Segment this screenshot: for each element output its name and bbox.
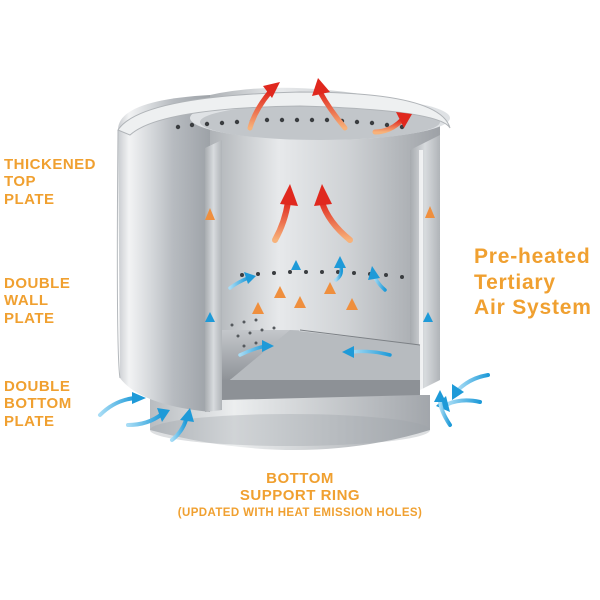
cool-air-arrows bbox=[98, 256, 490, 442]
hot-air-arrow-icon bbox=[372, 117, 405, 135]
cool-air-arrow-icon bbox=[446, 398, 482, 406]
warm-air-arrows bbox=[205, 206, 435, 337]
hot-air-arrow-icon bbox=[317, 89, 348, 131]
label-bottom-support-ring: BOTTOM SUPPORT RING (UPDATED WITH HEAT E… bbox=[0, 470, 600, 520]
double-wall-right bbox=[410, 135, 440, 395]
cool-air-arrow-icon bbox=[350, 349, 392, 357]
label-tertiary-air-system: Pre-heated Tertiary Air System bbox=[474, 245, 592, 320]
middle-air-holes bbox=[240, 270, 404, 279]
double-wall-left bbox=[205, 140, 222, 412]
cool-air-arrow-icon bbox=[126, 412, 164, 427]
label-double-wall-plate: DOUBLE WALL PLATE bbox=[4, 275, 71, 327]
thickened-top-plate bbox=[117, 91, 451, 136]
double-bottom-plate bbox=[222, 329, 421, 400]
outer-wall bbox=[116, 95, 210, 412]
cool-air-arrow-icon bbox=[456, 373, 490, 392]
label-double-bottom-plate: DOUBLE BOTTOM PLATE bbox=[4, 378, 72, 430]
cool-air-arrow-icon bbox=[170, 418, 188, 442]
cool-air-arrow-icon bbox=[98, 396, 137, 417]
hot-air-arrow-icon bbox=[319, 199, 353, 243]
top-air-holes bbox=[175, 117, 405, 130]
hot-air-arrow-icon bbox=[247, 89, 273, 131]
label-heat-emission-note: (UPDATED WITH HEAT EMISSION HOLES) bbox=[177, 506, 423, 519]
hot-air-arrow-icon bbox=[272, 199, 291, 243]
label-thickened-top-plate: THICKENED TOP PLATE bbox=[4, 156, 97, 208]
hot-air-arrows bbox=[247, 78, 412, 243]
